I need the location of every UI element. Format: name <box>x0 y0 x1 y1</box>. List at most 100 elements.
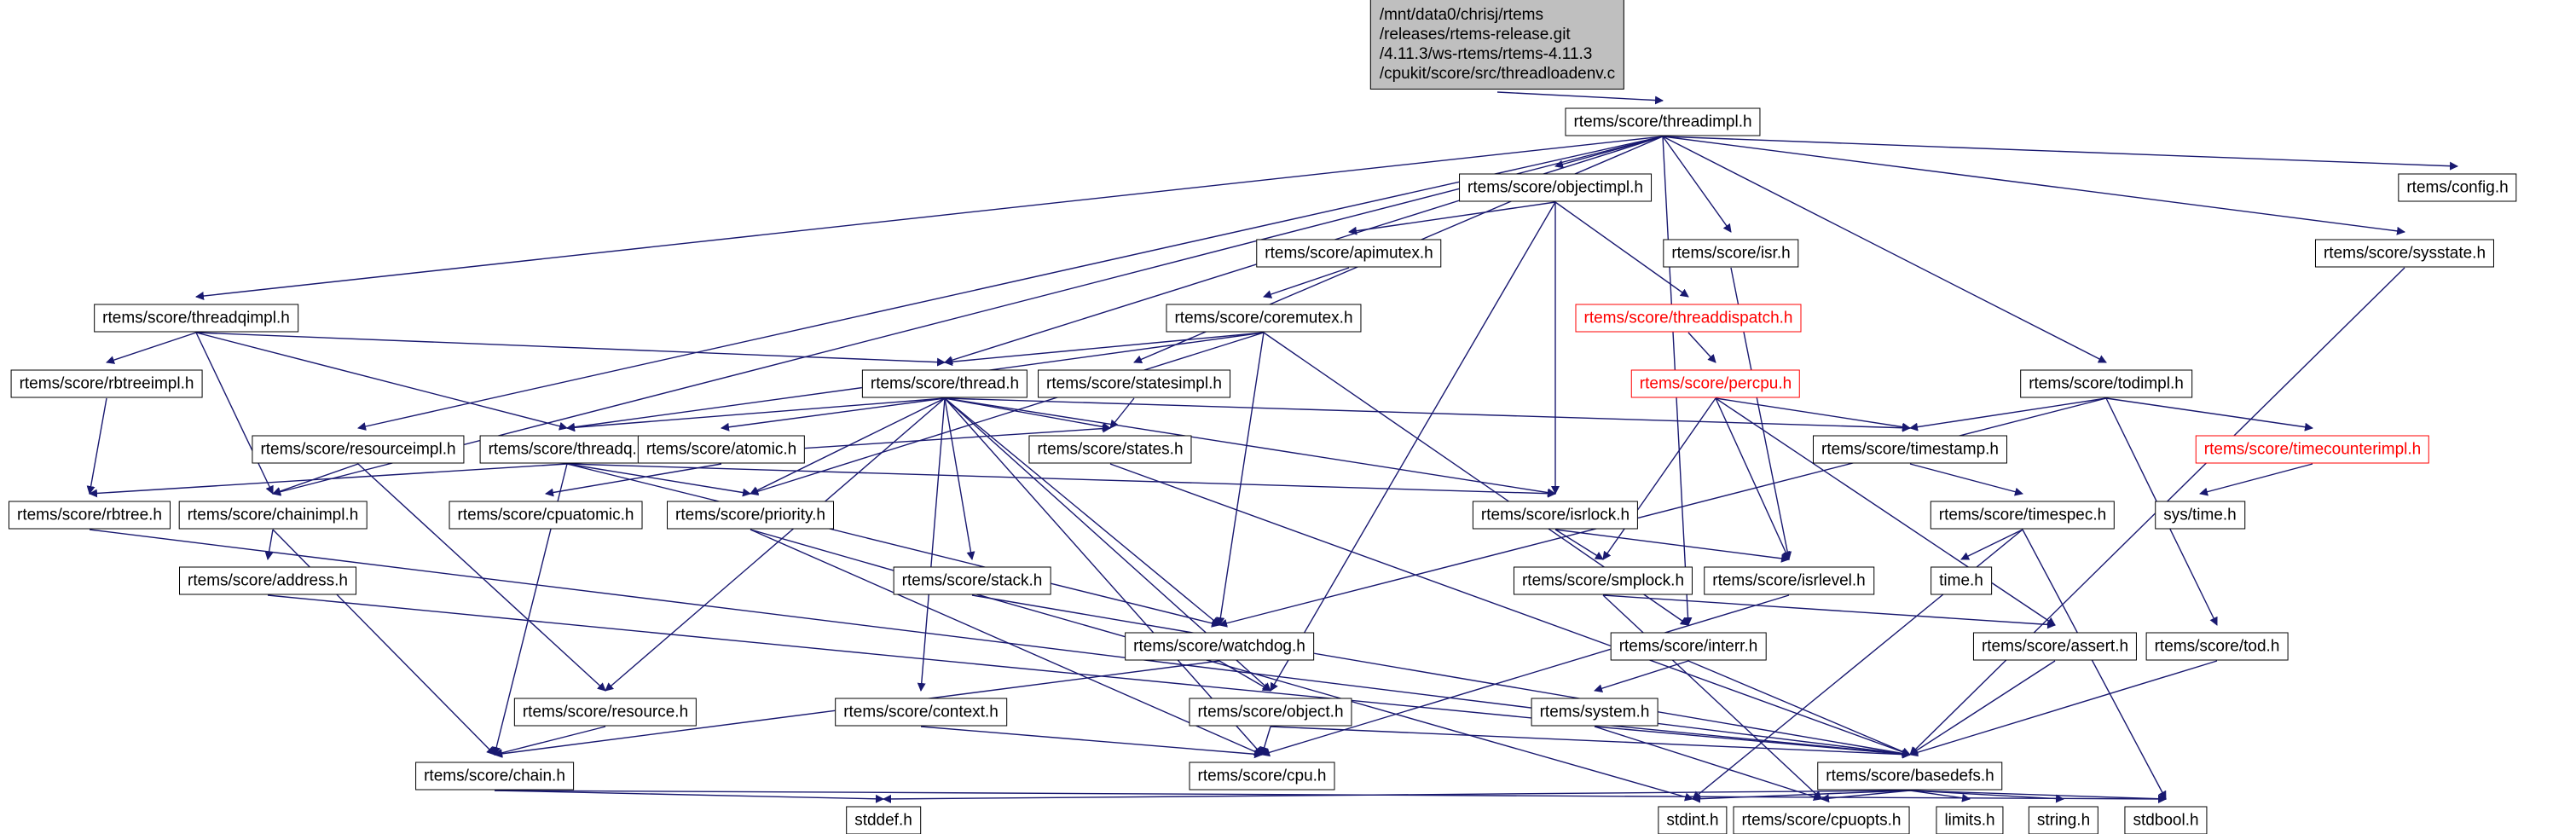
node-label: sys/time.h <box>2163 506 2237 524</box>
node-limits[interactable]: limits.h <box>1936 806 2004 834</box>
node-threadimpl[interactable]: rtems/score/threadimpl.h <box>1565 107 1761 136</box>
node-objectimpl[interactable]: rtems/score/objectimpl.h <box>1459 173 1652 202</box>
edge-system-to-basedefs <box>1594 726 1911 759</box>
node-sys_time[interactable]: sys/time.h <box>2155 501 2245 530</box>
node-cpuopts[interactable]: rtems/score/cpuopts.h <box>1733 806 1910 834</box>
node-statesimpl[interactable]: rtems/score/statesimpl.h <box>1038 369 1230 398</box>
node-isr[interactable]: rtems/score/isr.h <box>1663 239 1799 268</box>
node-label: stddef.h <box>854 811 912 830</box>
edge-context-to-cpu <box>920 726 1263 759</box>
node-assert[interactable]: rtems/score/assert.h <box>1972 632 2138 661</box>
node-todimpl[interactable]: rtems/score/todimpl.h <box>2020 369 2192 398</box>
node-time_h[interactable]: time.h <box>1931 566 1992 595</box>
node-threadqimpl[interactable]: rtems/score/threadqimpl.h <box>94 304 298 333</box>
node-system[interactable]: rtems/system.h <box>1531 698 1658 727</box>
edge-thread-to-threadq <box>566 397 946 432</box>
edge-basedefs-to-cpuopts <box>1821 790 1911 803</box>
node-percpu[interactable]: rtems/score/percpu.h <box>1630 369 1801 398</box>
node-label: rtems/score/assert.h <box>1981 637 2129 656</box>
node-isrlevel[interactable]: rtems/score/isrlevel.h <box>1704 566 1874 595</box>
node-label: rtems/score/thread.h <box>870 374 1020 393</box>
edge-timecounterimpl-to-sys_time <box>2199 463 2313 496</box>
node-address[interactable]: rtems/score/address.h <box>179 566 356 595</box>
node-tod[interactable]: rtems/score/tod.h <box>2145 632 2289 661</box>
node-resourceimpl[interactable]: rtems/score/resourceimpl.h <box>252 435 465 464</box>
node-coremutex[interactable]: rtems/score/coremutex.h <box>1166 304 1362 333</box>
edge-isrlock-to-isrlevel <box>1554 529 1790 563</box>
node-label: rtems/score/interr.h <box>1618 637 1758 656</box>
node-cpu[interactable]: rtems/score/cpu.h <box>1189 762 1335 791</box>
edge-timestamp-to-timespec <box>1909 463 2023 496</box>
node-timestamp[interactable]: rtems/score/timestamp.h <box>1813 435 2007 464</box>
edge-threadq-to-isrlock <box>566 463 1556 498</box>
edge-isrlock-to-smplock <box>1554 529 1604 560</box>
node-label: rtems/score/tod.h <box>2154 637 2280 656</box>
node-threaddispatch[interactable]: rtems/score/threaddispatch.h <box>1575 304 1802 333</box>
node-label: stdint.h <box>1666 811 1719 830</box>
node-threadq[interactable]: rtems/score/threadq.h <box>479 435 655 464</box>
node-chain[interactable]: rtems/score/chain.h <box>415 762 574 791</box>
root-node-label-line: /mnt/data0/chrisj/rtems <box>1379 6 1543 24</box>
node-smplock[interactable]: rtems/score/smplock.h <box>1513 566 1693 595</box>
node-label: rtems/score/resource.h <box>522 703 689 721</box>
root-node-label-line: /4.11.3/ws-rtems/rtems-4.11.3 <box>1379 45 1593 63</box>
node-states[interactable]: rtems/score/states.h <box>1028 435 1192 464</box>
edge-todimpl-to-timestamp <box>1909 397 2107 431</box>
node-sysstate[interactable]: rtems/score/sysstate.h <box>2314 239 2495 268</box>
node-priority[interactable]: rtems/score/priority.h <box>667 501 834 530</box>
node-label: time.h <box>1939 571 1983 590</box>
node-isrlock[interactable]: rtems/score/isrlock.h <box>1472 501 1639 530</box>
node-timecounterimpl[interactable]: rtems/score/timecounterimpl.h <box>2195 435 2430 464</box>
node-label: rtems/score/watchdog.h <box>1133 637 1305 656</box>
edge-thread-to-stack <box>944 397 975 560</box>
edge-chainimpl-to-chain <box>272 529 495 756</box>
node-cpuatomic[interactable]: rtems/score/cpuatomic.h <box>449 501 643 530</box>
node-label: rtems/score/states.h <box>1037 440 1184 459</box>
node-resource[interactable]: rtems/score/resource.h <box>513 698 698 727</box>
node-watchdog[interactable]: rtems/score/watchdog.h <box>1125 632 1314 661</box>
node-object[interactable]: rtems/score/object.h <box>1189 698 1352 727</box>
edge-chainimpl-to-address <box>264 529 274 560</box>
node-rbtreeimpl[interactable]: rtems/score/rbtreeimpl.h <box>10 369 203 398</box>
edge-priority-to-cpu <box>750 529 1263 756</box>
edge-threadq-to-rbtree <box>89 463 568 498</box>
edge-thread-to-cpu <box>944 397 1263 756</box>
edge-interr-to-basedefs <box>1687 660 1911 756</box>
node-label: rtems/score/rbtreeimpl.h <box>19 374 194 393</box>
node-stack[interactable]: rtems/score/stack.h <box>893 566 1051 595</box>
edge-object-to-cpu <box>1259 726 1271 756</box>
node-config[interactable]: rtems/config.h <box>2398 173 2517 202</box>
node-stdbool[interactable]: stdbool.h <box>2124 806 2208 834</box>
node-label: rtems/score/cpuatomic.h <box>457 506 634 524</box>
node-rbtree[interactable]: rtems/score/rbtree.h <box>9 501 171 530</box>
root-node-label-line: /releases/rtems-release.git <box>1379 26 1571 43</box>
node-label: rtems/score/resourceimpl.h <box>260 440 456 459</box>
node-label: rtems/score/context.h <box>843 703 999 721</box>
node-root[interactable]: /mnt/data0/chrisj/rtems/releases/rtems-r… <box>1369 0 1625 90</box>
node-basedefs[interactable]: rtems/score/basedefs.h <box>1817 762 2003 791</box>
node-interr[interactable]: rtems/score/interr.h <box>1610 632 1767 661</box>
node-apimutex[interactable]: rtems/score/apimutex.h <box>1256 239 1442 268</box>
node-stddef[interactable]: stddef.h <box>846 806 921 834</box>
edge-percpu-to-assert <box>1715 397 2056 626</box>
node-label: rtems/score/isrlock.h <box>1480 506 1630 524</box>
node-stdint[interactable]: stdint.h <box>1658 806 1728 834</box>
node-atomic[interactable]: rtems/score/atomic.h <box>637 435 806 464</box>
node-context[interactable]: rtems/score/context.h <box>835 698 1007 727</box>
node-timespec[interactable]: rtems/score/timespec.h <box>1930 501 2116 530</box>
edge-isrlevel-to-cpu <box>1261 594 1790 757</box>
edge-apimutex-to-coremutex <box>1263 267 1350 298</box>
node-string[interactable]: string.h <box>2028 806 2099 834</box>
node-thread[interactable]: rtems/score/thread.h <box>861 369 1028 398</box>
root-node-label-line: /cpukit/score/src/threadloadenv.c <box>1379 65 1616 83</box>
edge-resourceimpl-to-resource <box>357 463 606 692</box>
edge-coremutex-to-watchdog <box>1216 332 1265 626</box>
node-label: string.h <box>2036 811 2091 830</box>
edge-thread-to-states <box>944 397 1111 431</box>
edge-threadimpl-to-isr <box>1662 136 1732 233</box>
node-chainimpl[interactable]: rtems/score/chainimpl.h <box>178 501 368 530</box>
node-label: rtems/score/todimpl.h <box>2029 374 2184 393</box>
edge-threadqimpl-to-chainimpl <box>195 332 274 495</box>
edge-todimpl-to-timecounterimpl <box>2105 397 2313 431</box>
